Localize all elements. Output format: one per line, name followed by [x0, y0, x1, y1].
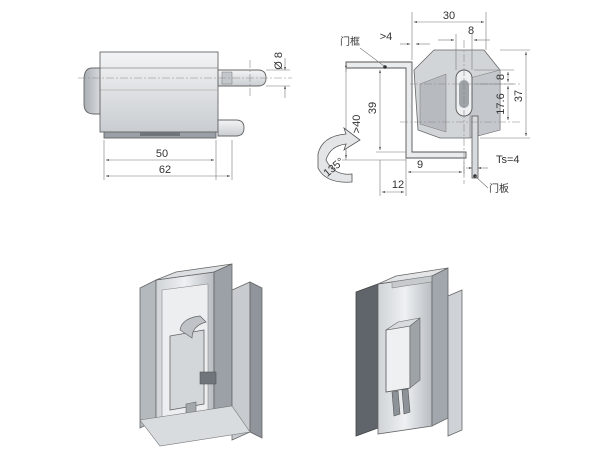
- dim-thickness: Ts=4: [496, 154, 520, 166]
- dim-top-small: 8: [468, 25, 474, 37]
- dim-right-8: 8: [495, 74, 507, 80]
- left-view: Ø 8 50 62: [78, 51, 292, 180]
- hinge-lug: [83, 67, 101, 115]
- iso-view-closed: [355, 267, 463, 437]
- dim-top-overall: 30: [443, 10, 455, 22]
- hinge-body: [99, 51, 219, 133]
- dim-gap: >4: [380, 31, 393, 43]
- door-frame-profile: [345, 61, 467, 159]
- label-door-panel: 门板: [489, 182, 509, 195]
- door-panel-profile: [471, 115, 479, 179]
- dim-right-37: 37: [513, 90, 525, 102]
- rotation-arrow-icon: [317, 126, 361, 183]
- label-door-frame: 门框: [340, 35, 360, 48]
- dim-bottom-9: 9: [417, 159, 423, 171]
- dim-width-inner: 50: [156, 148, 168, 160]
- dim-height-min: >40: [351, 115, 363, 134]
- dim-right-17-6: 17.6: [495, 93, 507, 114]
- iso-view-open: [139, 263, 263, 447]
- right-view: 30 8 >4 门框 >40 39 8 17.6: [317, 10, 530, 196]
- dim-diameter: Ø 8: [273, 52, 285, 70]
- dim-bottom-12: 12: [392, 179, 404, 191]
- dim-width-outer: 62: [159, 164, 171, 176]
- dim-height: 39: [367, 102, 379, 114]
